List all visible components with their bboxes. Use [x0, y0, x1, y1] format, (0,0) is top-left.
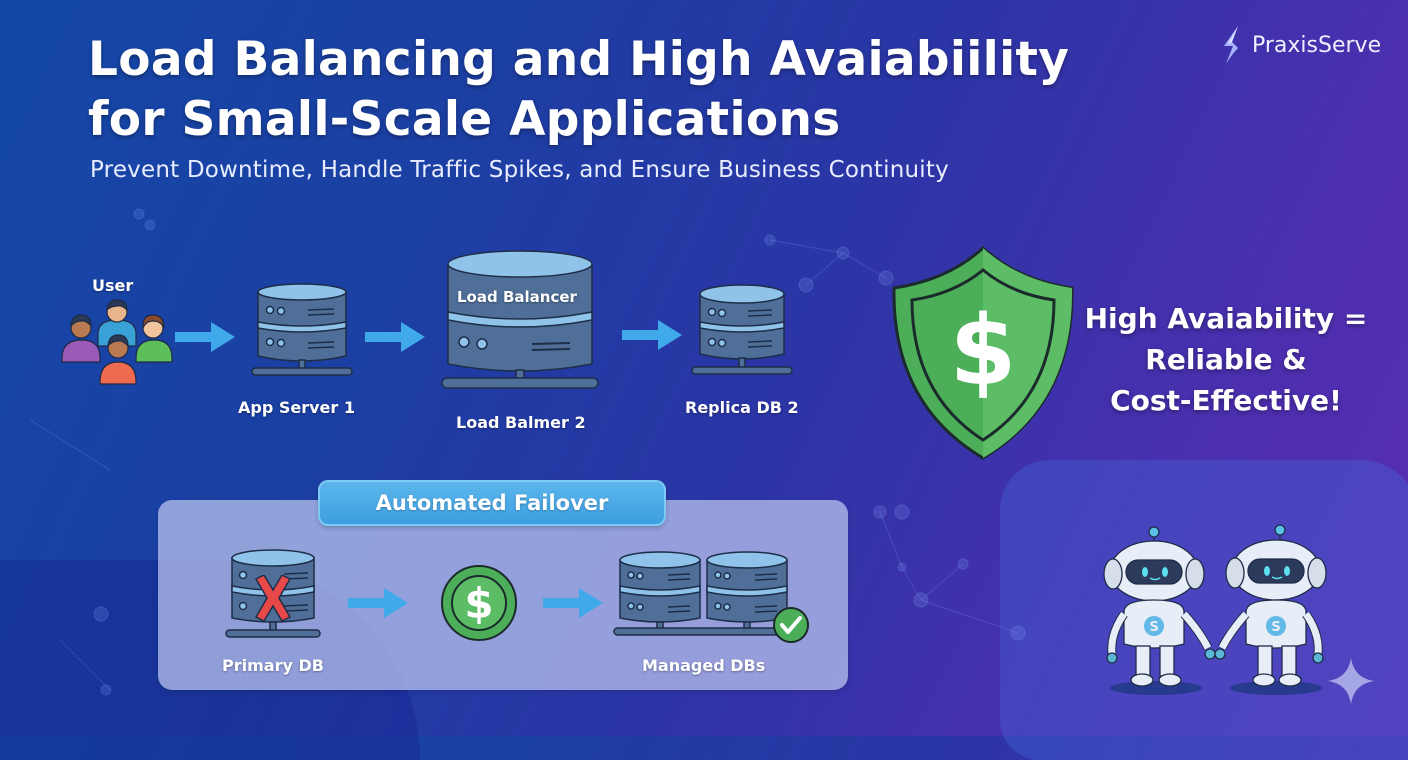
page-subtitle: Prevent Downtime, Handle Traffic Spikes,… — [90, 157, 949, 183]
arrow-right-icon — [348, 588, 408, 618]
title-line-2: for Small-Scale Applications — [88, 92, 841, 147]
load-balancer-label: Load Balmer 2 — [456, 413, 586, 432]
managed-dbs-label: Managed DBs — [642, 656, 766, 675]
app-server-icon — [251, 283, 353, 376]
svg-text:$: $ — [950, 295, 1017, 407]
callout-line-3: Cost-Effective! — [1110, 384, 1342, 417]
lightning-bolt-icon — [1224, 26, 1238, 64]
svg-text:S: S — [1149, 620, 1158, 635]
page-title: Load Balancing and High Avaiabiility for… — [88, 30, 1108, 150]
primary-db-label: Primary DB — [222, 656, 324, 675]
brand-name: PraxisServe — [1252, 32, 1382, 58]
users-group-icon — [61, 299, 173, 385]
user-label: User — [92, 276, 134, 295]
arrow-right-icon — [175, 322, 235, 352]
shield-dollar-icon: $ — [892, 245, 1074, 460]
title-line-1: Load Balancing and High Avaiabiility — [88, 32, 1070, 87]
sparkle-icon — [1328, 658, 1374, 704]
checkmark-icon — [773, 607, 809, 643]
background-shape — [1000, 460, 1408, 760]
managed-dbs-icon — [613, 551, 795, 636]
robots-mascot-icon: S S — [1103, 524, 1327, 695]
brand-logo[interactable]: PraxisServe — [1218, 24, 1381, 66]
replica-db-label: Replica DB 2 — [685, 398, 799, 417]
arrow-right-icon — [543, 588, 603, 618]
svg-text:$: $ — [464, 579, 493, 628]
dollar-coin-icon: $ — [441, 565, 517, 641]
svg-text:S: S — [1271, 620, 1280, 635]
app-server-label: App Server 1 — [238, 398, 355, 417]
high-availability-callout: High Avaiability = Reliable & Cost-Effec… — [1076, 298, 1376, 421]
arrow-right-icon — [365, 322, 425, 352]
load-balancer: Load Balancer — [440, 248, 600, 393]
callout-line-2: Reliable & — [1145, 343, 1307, 376]
replica-db-icon — [691, 284, 793, 375]
load-balancer-icon — [441, 250, 599, 389]
arrow-right-icon — [622, 320, 682, 350]
failover-title: Automated Failover — [318, 480, 666, 526]
callout-line-1: High Avaiability = — [1084, 302, 1368, 335]
load-balancer-inner-label: Load Balancer — [457, 288, 577, 306]
x-mark-icon — [254, 575, 292, 621]
